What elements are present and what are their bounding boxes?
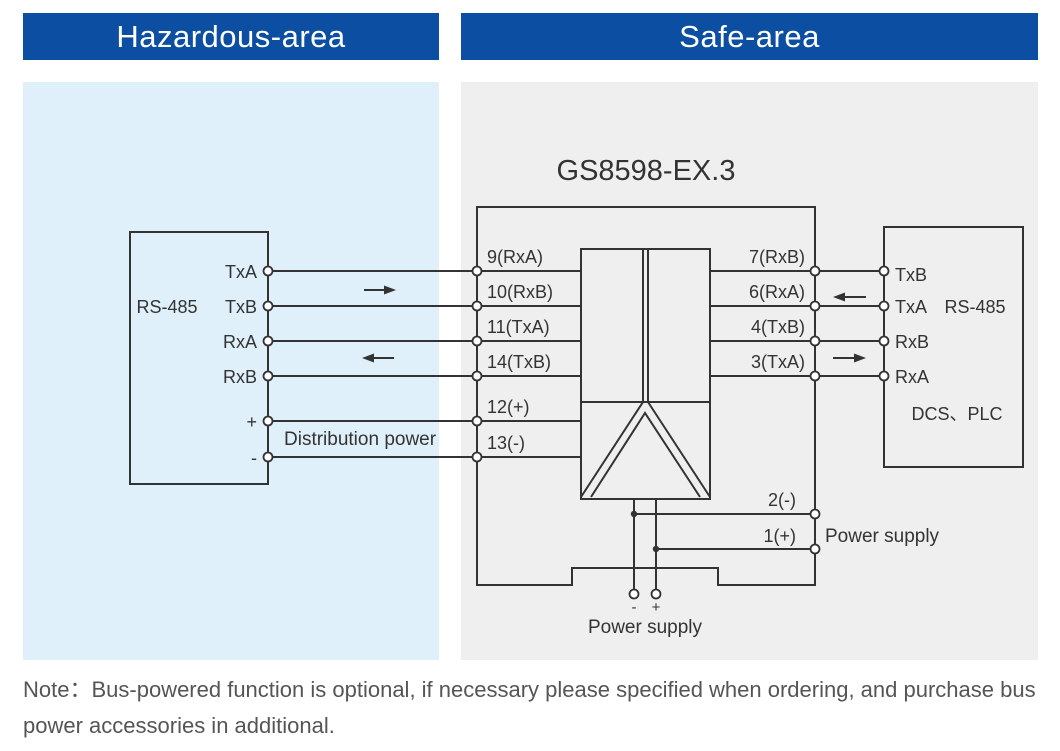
right-pin-rxa: RxA — [895, 367, 929, 387]
right-device-sublabel: DCS、PLC — [911, 404, 1002, 424]
terminal-3-label: 3(TxA) — [751, 352, 805, 372]
left-device-box — [129, 231, 269, 485]
isolator-block — [580, 248, 711, 500]
arrow-left-icon — [833, 292, 845, 302]
terminal-7-label: 7(RxB) — [749, 247, 805, 267]
terminal-12-label: 12(+) — [487, 397, 530, 417]
left-pin-plus: + — [246, 412, 257, 432]
terminal-10-label: 10(RxB) — [487, 282, 553, 302]
arrow-right-icon — [854, 353, 866, 363]
terminal-6-label: 6(RxA) — [749, 282, 805, 302]
power-supply-label: Power supply — [825, 526, 940, 547]
terminal-2-label: 2(-) — [768, 490, 796, 510]
module-frame — [476, 206, 816, 586]
right-device-box — [883, 226, 1024, 468]
safe-area-zone — [461, 82, 1038, 660]
terminal-9-label: 9(RxA) — [487, 247, 543, 267]
terminal-13-label: 13(-) — [487, 433, 525, 453]
left-pin-rxa: RxA — [223, 332, 257, 352]
device-model-title: GS8598-EX.3 — [557, 155, 736, 187]
left-device-label: RS-485 — [136, 297, 197, 317]
bottom-minus-label: - — [632, 599, 637, 616]
safe-area-header: Safe-area — [461, 13, 1038, 60]
ordering-note: Note：Bus-powered function is optional, i… — [23, 677, 1036, 738]
hazardous-area-zone — [23, 82, 439, 660]
right-pin-txa: TxA — [895, 297, 927, 317]
bottom-power-supply-label: Power supply — [588, 617, 703, 638]
left-pin-txb: TxB — [225, 297, 257, 317]
right-device-label: RS-485 — [944, 297, 1005, 317]
safe-area-title: Safe-area — [679, 18, 820, 54]
terminal-4-label: 4(TxB) — [751, 317, 805, 337]
arrow-right-icon — [384, 285, 396, 295]
left-pin-txa: TxA — [225, 262, 257, 282]
bottom-plus-label: + — [652, 599, 661, 616]
hazardous-area-header: Hazardous-area — [23, 13, 439, 60]
right-pin-txb: TxB — [895, 265, 927, 285]
terminal-points — [262, 265, 890, 600]
distribution-power-label: Distribution power — [284, 429, 437, 450]
left-pin-rxb: RxB — [223, 367, 257, 387]
right-pin-rxb: RxB — [895, 332, 929, 352]
terminal-14-label: 14(TxB) — [487, 352, 551, 372]
left-pin-minus: - — [251, 448, 257, 468]
terminal-11-label: 11(TxA) — [487, 317, 550, 337]
signal-arrows — [362, 285, 866, 363]
arrow-left-icon — [362, 353, 374, 363]
terminal-1-label: 1(+) — [763, 526, 796, 546]
hazardous-area-title: Hazardous-area — [116, 18, 346, 54]
